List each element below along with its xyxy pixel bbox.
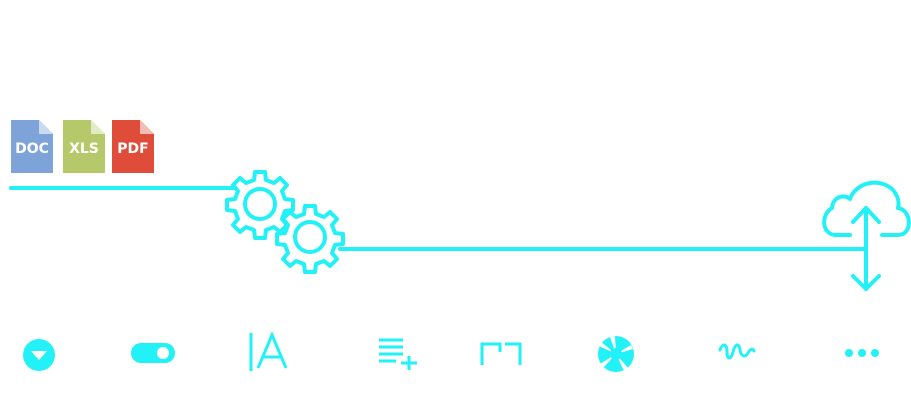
more-dots-icon[interactable] — [845, 349, 879, 357]
pdf-file-icon: PDF — [112, 120, 154, 173]
xls-file-label: XLS — [69, 141, 99, 157]
toggle-switch-icon[interactable] — [131, 343, 175, 363]
pdf-file-label: PDF — [117, 141, 148, 157]
cloud-upload-download-icon — [822, 180, 911, 291]
doc-file-label: DOC — [15, 141, 49, 157]
doc-file-icon: DOC — [11, 120, 53, 173]
list-add-icon[interactable] — [379, 338, 417, 370]
xls-file-icon: XLS — [63, 120, 105, 173]
scribble-icon[interactable] — [718, 343, 756, 360]
toolbar — [23, 331, 879, 372]
dropdown-circle-icon[interactable] — [23, 339, 55, 371]
camera-aperture-icon[interactable] — [598, 336, 634, 372]
step-line-icon[interactable] — [480, 342, 522, 365]
text-cursor-icon[interactable] — [249, 331, 288, 371]
gears-icon — [225, 170, 345, 274]
